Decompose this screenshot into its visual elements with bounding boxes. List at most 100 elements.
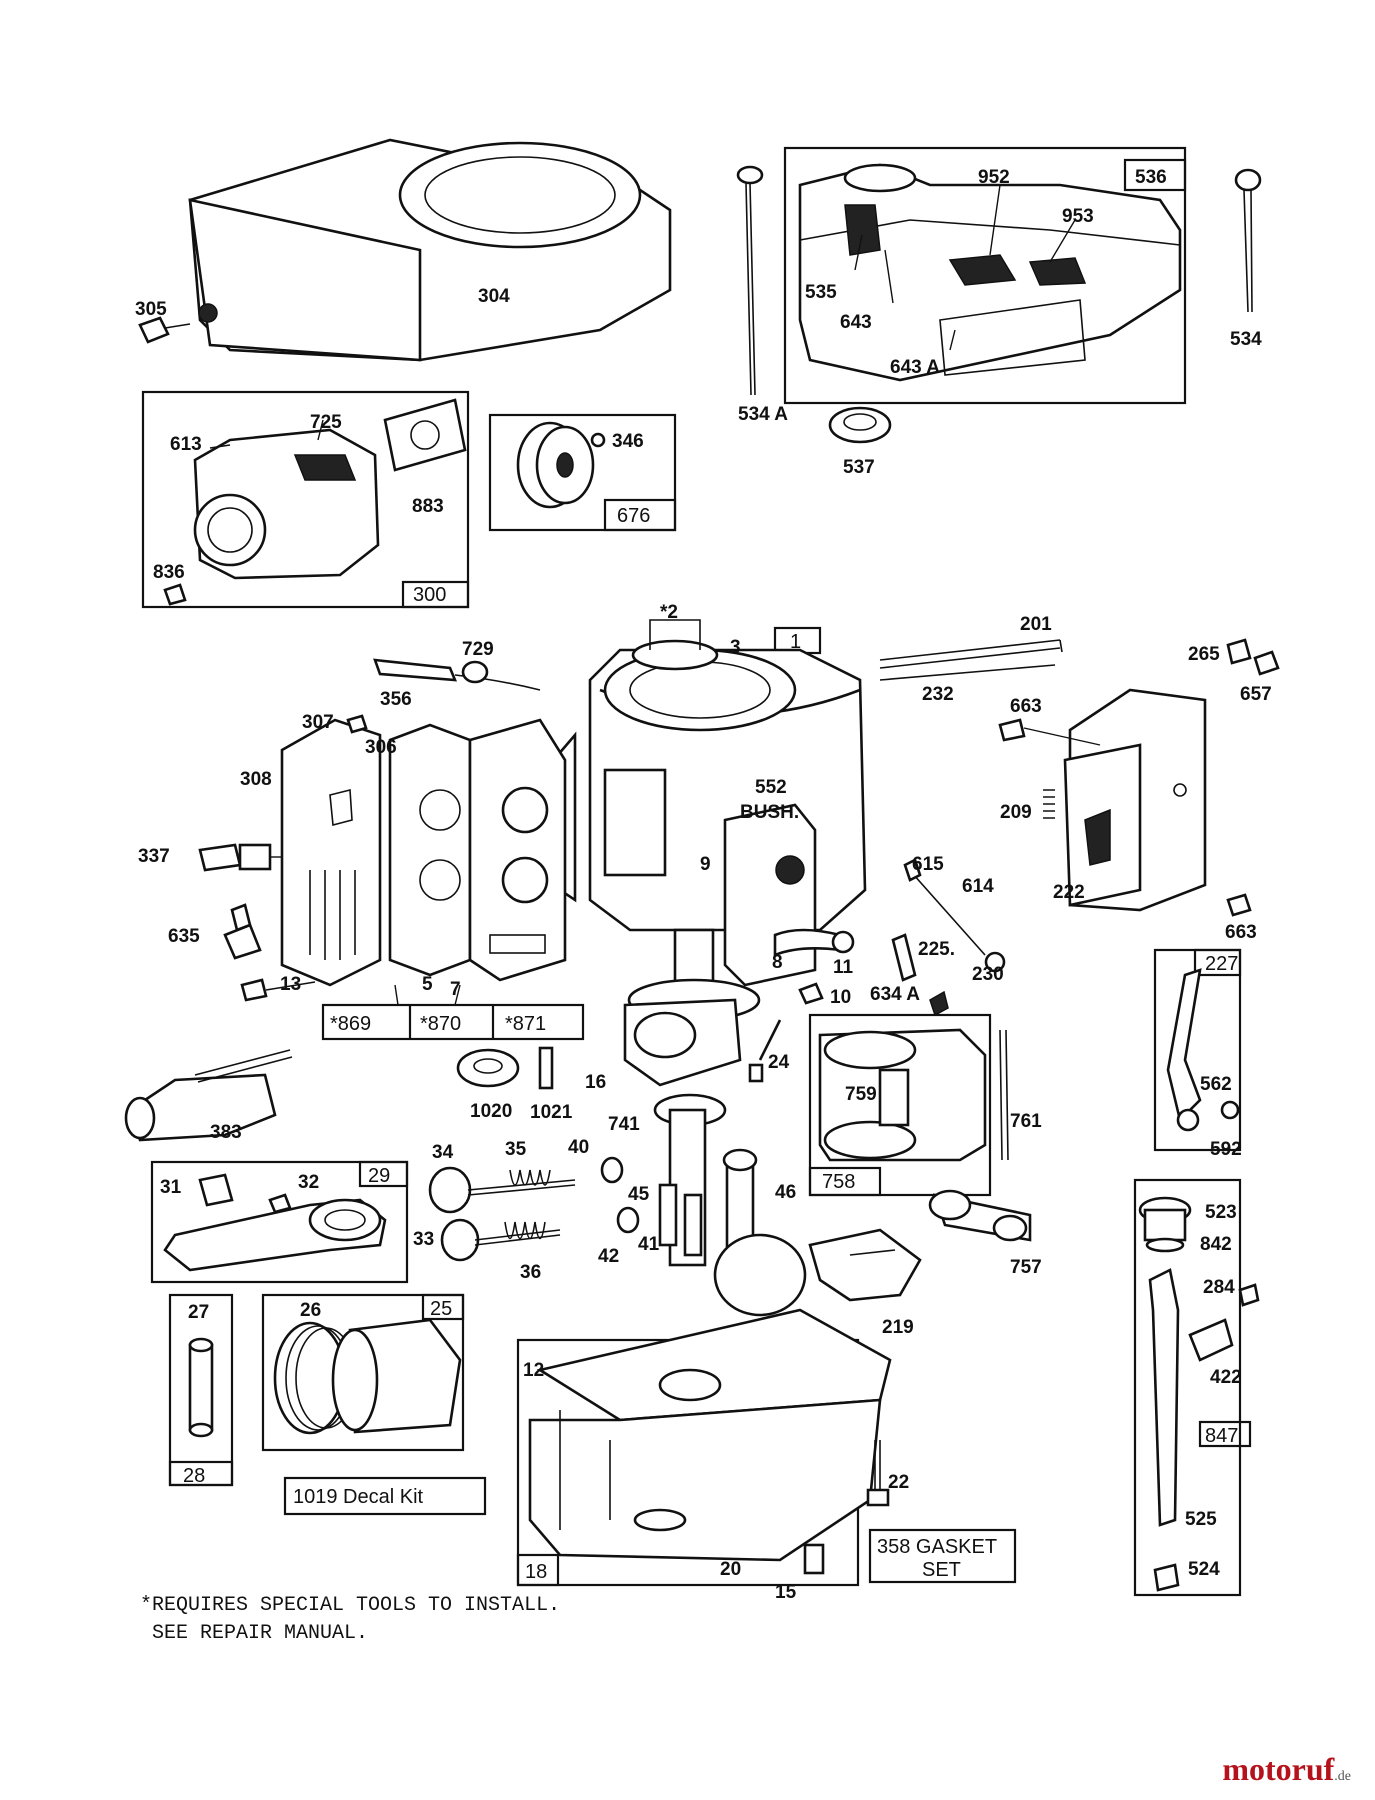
label-222: 222 [1053,882,1085,903]
label-201: 201 [1020,614,1052,635]
sump-18-assembly [516,1308,892,1587]
label-35: 35 [505,1139,527,1160]
head-gasket-306 [388,723,472,977]
screw-663-bottom [1226,893,1252,917]
label-26: 26 [300,1300,321,1321]
seal-870-label: *870 [420,1013,461,1035]
label-40: 40 [568,1137,589,1158]
label-847: 847 [1205,1425,1238,1447]
label-12: 12 [523,1360,544,1381]
label-227: 227 [1205,953,1238,975]
cylinder-head-308 [280,718,382,987]
label-8: 8 [772,952,783,973]
screw-663-top [998,718,1101,746]
label-1021: 1021 [530,1102,573,1123]
tappet-45 [658,1183,703,1257]
label-29: 29 [368,1165,390,1187]
seal-box-group [321,984,585,1041]
tank-bolt-534 [1234,168,1262,313]
label-562: 562 [1200,1074,1232,1095]
label-209: 209 [1000,802,1032,823]
label-20: 20 [720,1559,741,1580]
label-759: 759 [845,1084,877,1105]
label-536: 536 [1135,167,1167,188]
label-232: 232 [922,684,954,705]
footnote-line-2: SEE REPAIR MANUAL. [140,1622,369,1645]
valve-34 [428,1166,576,1214]
label-535: 535 [805,282,837,303]
label-31: 31 [160,1177,182,1198]
label-284: 284 [1203,1277,1235,1298]
sump-cover-758-assembly [808,1013,1009,1197]
label-883: 883 [412,496,444,517]
label-615: 615 [912,854,944,875]
piston-pin-28-assembly [168,1293,234,1487]
camshaft-46 [713,1148,807,1317]
label-5: 5 [422,974,433,995]
label-13: 13 [280,974,301,995]
label-356: 356 [380,689,412,710]
label-3: 3 [730,637,741,658]
cylinder-head-body [468,718,567,982]
label-45: 45 [628,1184,650,1205]
spark-plug-wire-356 [373,658,541,691]
label-265: 265 [1188,644,1220,665]
plug-15 [803,1543,825,1575]
label-46: 46 [775,1182,796,1203]
label-524: 524 [1188,1559,1220,1580]
label-28: 28 [183,1465,205,1487]
spark-plug-337 [198,843,282,872]
tank-bolt-534a [736,165,764,396]
label-758: 758 [822,1171,855,1193]
label-36: 36 [520,1262,541,1283]
label-24: 24 [768,1052,790,1073]
label-10: 10 [830,987,851,1008]
retainer-40 [600,1156,624,1184]
label-635: 635 [168,926,200,947]
elbow-635 [223,903,262,960]
bolt-22 [866,1440,890,1507]
watermark-suffix: .de [1334,1769,1351,1784]
screw-305 [138,316,191,344]
decal-kit-1019-box [283,1476,487,1516]
label-22: 22 [888,1472,909,1493]
label-2: *2 [660,602,678,623]
starter-383 [124,1049,293,1142]
label-952: 952 [978,167,1010,188]
oil-seal-1020 [456,1048,520,1088]
screw-307 [346,714,368,734]
cylinder-block-1 [543,619,867,932]
label-34: 34 [432,1142,454,1163]
label-15: 15 [775,1582,797,1603]
label-663-top: 663 [1010,696,1042,717]
label-534a: 534 A [738,404,788,425]
label-657: 657 [1240,684,1272,705]
bolt-13 [240,978,316,1002]
label-337: 337 [138,846,170,867]
label-25: 25 [430,1298,452,1320]
piston-25-assembly [261,1293,465,1452]
breather-219 [808,1228,922,1302]
retainer-41 [616,1206,640,1234]
label-346: 346 [612,431,644,452]
label-523: 523 [1205,1202,1237,1223]
label-bush: BUSH. [740,802,799,823]
washer-537 [828,406,892,444]
label-1020: 1020 [470,1101,512,1122]
link-232 [879,664,1056,681]
watermark-logo: motoruf.de [1222,1751,1351,1788]
label-383: 383 [210,1122,242,1143]
label-305: 305 [135,299,167,320]
flywheel-nut-676-assembly [488,413,677,532]
label-7: 7 [450,979,461,1000]
label-757: 757 [1010,1257,1042,1278]
label-525: 525 [1185,1509,1217,1530]
control-lever-227-assembly [1153,948,1242,1152]
label-537: 537 [843,457,875,478]
label-552: 552 [755,777,787,798]
governor-rod-201 [879,639,1063,669]
label-300: 300 [413,584,446,606]
footnote-line-1: *REQUIRES SPECIAL TOOLS TO INSTALL. [140,1594,561,1617]
label-11: 11 [833,957,854,978]
